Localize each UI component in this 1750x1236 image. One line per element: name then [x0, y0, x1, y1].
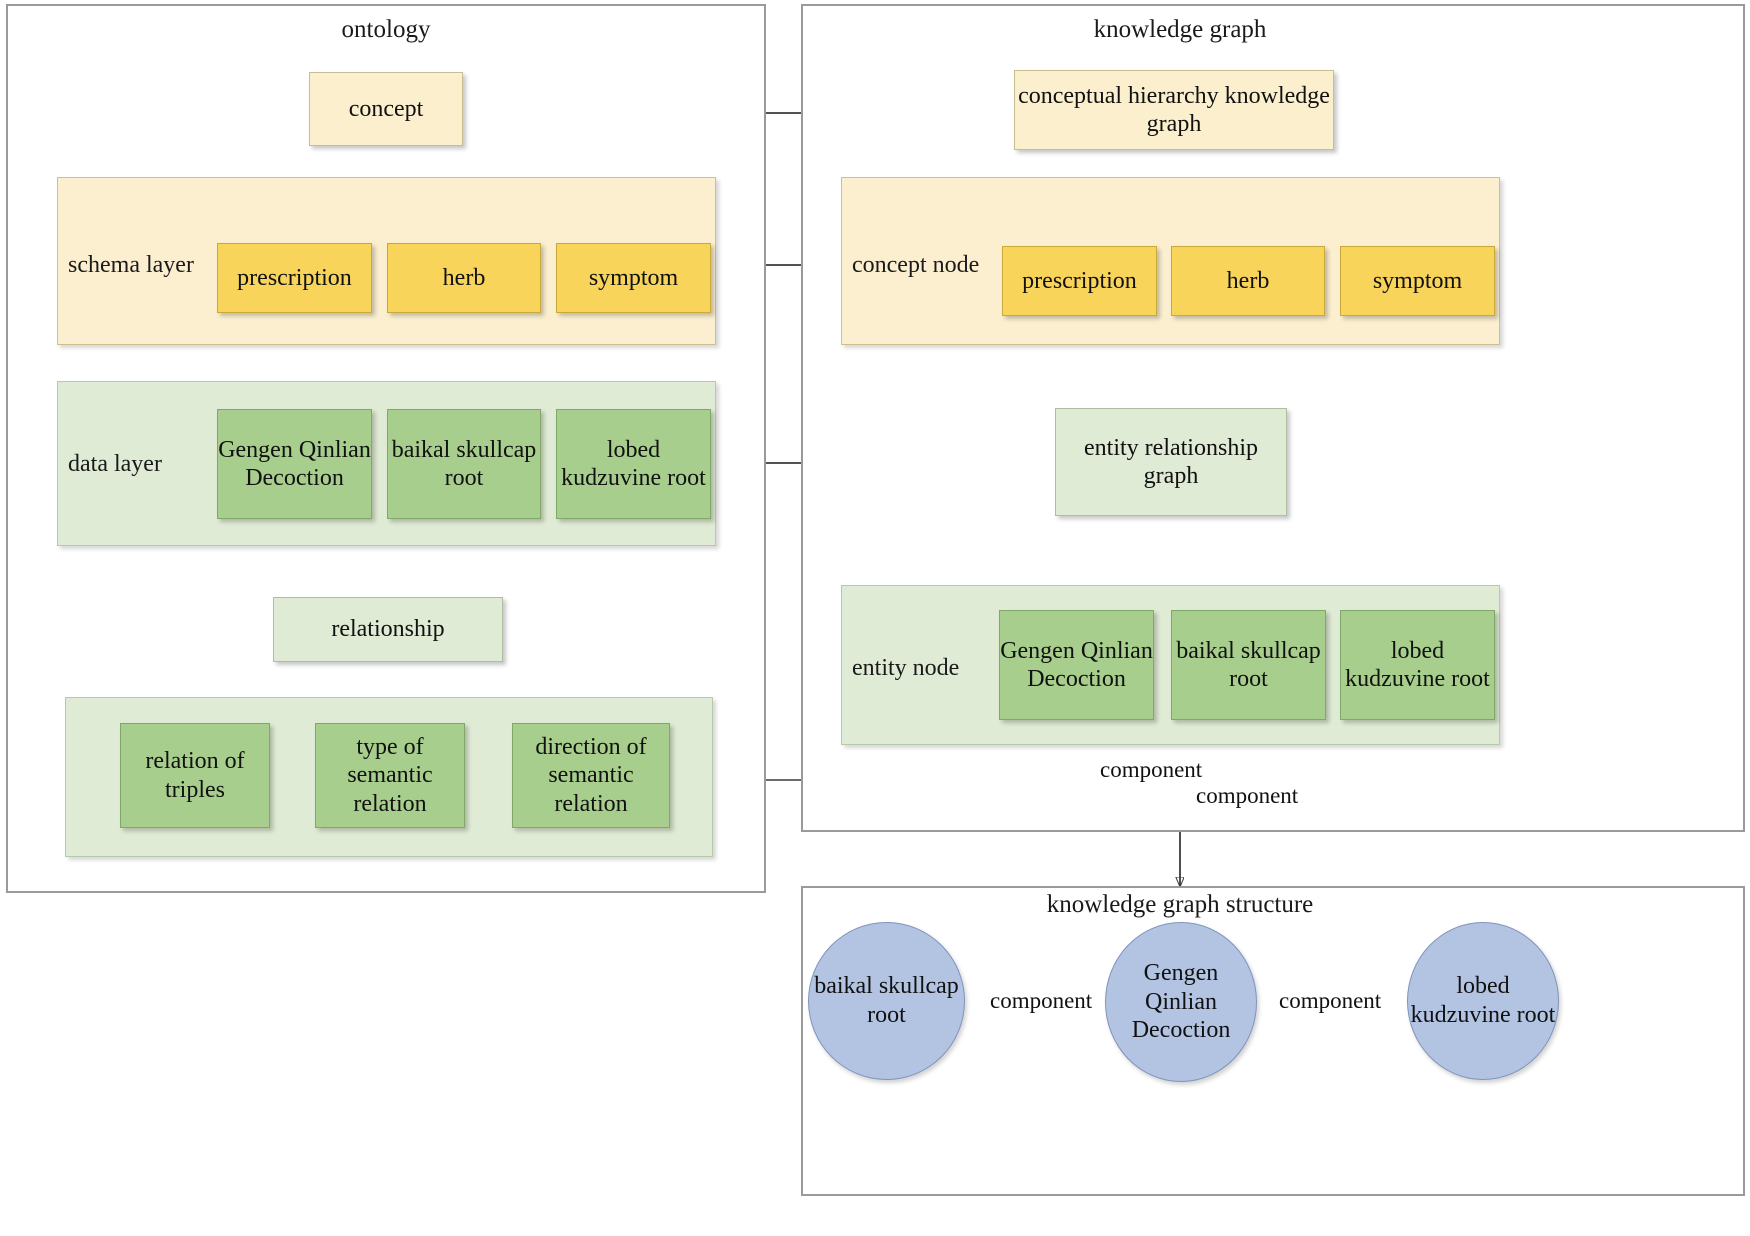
schema-node-prescription[interactable]: prescription: [217, 243, 372, 313]
node-erg-label: entity relationship graph: [1084, 434, 1258, 489]
relationship-node-direction-label: direction of semantic relation: [535, 734, 647, 817]
node-entity-relationship-graph[interactable]: entity relationship graph: [1055, 408, 1287, 516]
kg-concept-node-symptom[interactable]: symptom: [1340, 246, 1495, 316]
relationship-node-relation-of-triples[interactable]: relation of triples: [120, 723, 270, 828]
entity-node-band-label: entity node: [852, 655, 960, 681]
node-relationship[interactable]: relationship: [273, 597, 503, 662]
data-node-gengen-qinlian-decoction[interactable]: Gengen Qinlian Decoction: [217, 409, 372, 519]
relationship-node-type-label: type of semantic relation: [347, 734, 433, 817]
data-node-lobed-label: lobed kudzuvine root: [561, 436, 706, 491]
relationship-node-triples-label: relation of triples: [145, 748, 245, 803]
relationship-node-type-of-semantic-relation[interactable]: type of semantic relation: [315, 723, 465, 828]
node-concept-label: concept: [348, 95, 424, 122]
kg-entity-node-lobed-label: lobed kudzuvine root: [1345, 637, 1490, 692]
data-node-baikal-skullcap-root[interactable]: baikal skullcap root: [387, 409, 541, 519]
kg-structure-circle-baikal-skullcap-root[interactable]: baikal skullcap root: [808, 922, 965, 1080]
kg-concept-node-prescription-label: prescription: [1022, 267, 1137, 294]
data-node-baikal-label: baikal skullcap root: [391, 436, 537, 491]
concept-node-band-label: concept node: [852, 252, 980, 278]
node-relationship-label: relationship: [331, 616, 445, 643]
schema-node-prescription-label: prescription: [237, 264, 352, 291]
kg-concept-node-herb-label: herb: [1226, 267, 1270, 294]
kg-relation-label-component-1: component: [1100, 757, 1203, 782]
schema-node-symptom-label: symptom: [588, 264, 679, 291]
kg-structure-edge-label-component-2: component: [1279, 988, 1382, 1013]
kg-structure-circle-gengen-qinlian-decoction[interactable]: Gengen Qinlian Decoction: [1105, 922, 1257, 1082]
kg-entity-node-baikal-skullcap-root[interactable]: baikal skullcap root: [1171, 610, 1326, 720]
knowledge-graph-structure-panel: [801, 886, 1745, 1196]
schema-layer-label: schema layer: [68, 252, 194, 278]
kg-entity-node-lobed-kudzuvine-root[interactable]: lobed kudzuvine root: [1340, 610, 1495, 720]
kg-structure-circle-baikal-label: baikal skullcap root: [814, 973, 959, 1028]
data-node-lobed-kudzuvine-root[interactable]: lobed kudzuvine root: [556, 409, 711, 519]
kg-concept-node-prescription[interactable]: prescription: [1002, 246, 1157, 316]
kg-structure-panel-title: knowledge graph structure: [1046, 891, 1314, 918]
node-conceptual-hierarchy-knowledge-graph[interactable]: conceptual hierarchy knowledge graph: [1014, 70, 1334, 150]
kg-entity-node-baikal-label: baikal skullcap root: [1176, 637, 1321, 692]
kg-relation-label-component-2: component: [1196, 783, 1299, 808]
data-layer-label: data layer: [68, 451, 162, 477]
ontology-panel-title: ontology: [341, 16, 431, 43]
schema-node-herb[interactable]: herb: [387, 243, 541, 313]
kg-structure-edge-label-component-1: component: [990, 988, 1093, 1013]
kg-concept-node-symptom-label: symptom: [1372, 267, 1463, 294]
kg-structure-circle-gengen-label: Gengen Qinlian Decoction: [1131, 959, 1231, 1044]
schema-node-herb-label: herb: [442, 264, 486, 291]
knowledge-graph-panel-title: knowledge graph: [1093, 16, 1267, 43]
relationship-node-direction-of-semantic-relation[interactable]: direction of semantic relation: [512, 723, 670, 828]
kg-entity-node-gengen-qinlian-decoction[interactable]: Gengen Qinlian Decoction: [999, 610, 1154, 720]
data-node-gengen-label: Gengen Qinlian Decoction: [218, 436, 371, 491]
kg-entity-node-gengen-label: Gengen Qinlian Decoction: [1000, 637, 1153, 692]
node-chkg-label: conceptual hierarchy knowledge graph: [1018, 82, 1330, 137]
kg-structure-circle-lobed-label: lobed kudzuvine root: [1410, 973, 1556, 1028]
schema-node-symptom[interactable]: symptom: [556, 243, 711, 313]
kg-structure-circle-lobed-kudzuvine-root[interactable]: lobed kudzuvine root: [1407, 922, 1559, 1080]
kg-concept-node-herb[interactable]: herb: [1171, 246, 1325, 316]
node-concept[interactable]: concept: [309, 72, 463, 146]
